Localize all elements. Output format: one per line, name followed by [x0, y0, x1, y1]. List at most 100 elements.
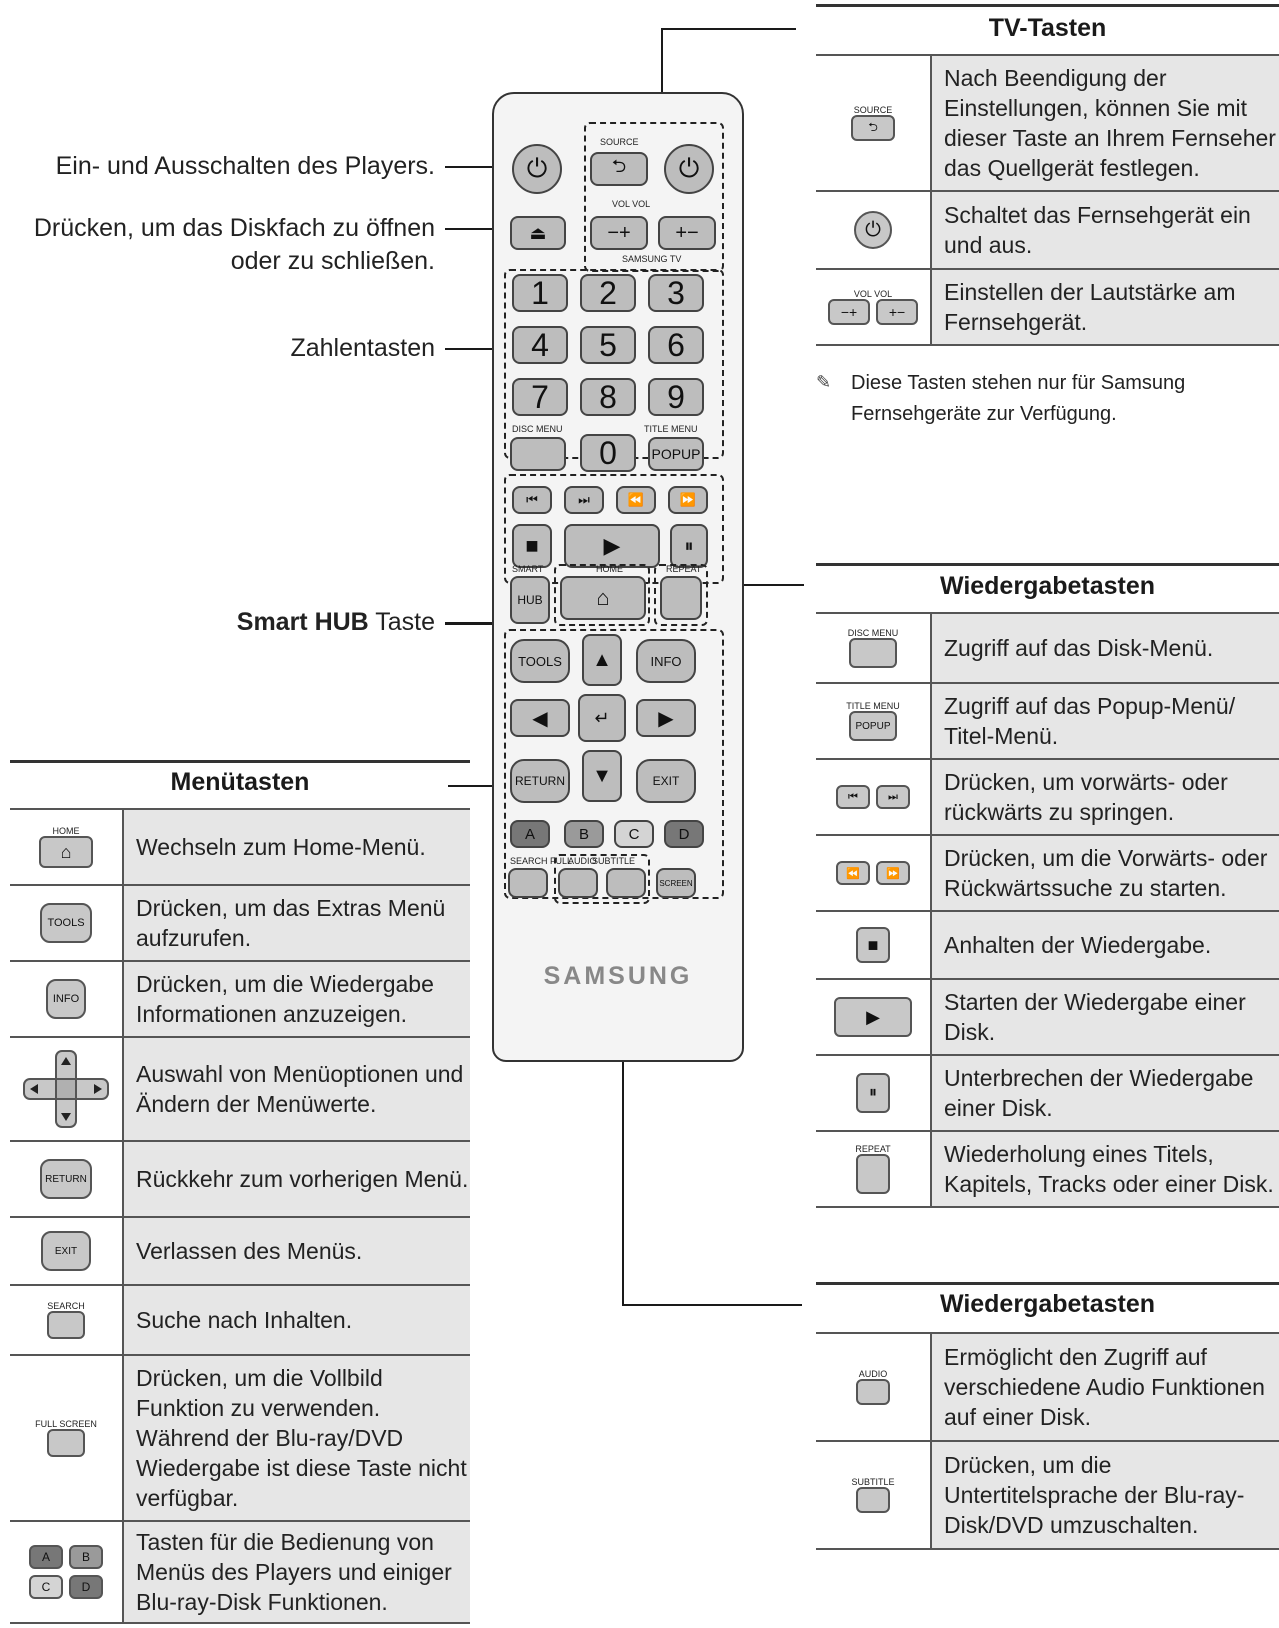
digit-5-button[interactable]: 5	[580, 326, 636, 364]
icon-cell: A B C D	[10, 1522, 122, 1622]
digit-3-button[interactable]: 3	[648, 274, 704, 312]
subtitle-icon	[856, 1487, 890, 1513]
smart-hub-button[interactable]: HUB	[510, 576, 550, 624]
icon-cell: EXIT	[10, 1218, 122, 1284]
digit-2-button[interactable]: 2	[580, 274, 636, 312]
smart-hub-bold: Smart HUB	[236, 608, 369, 636]
table-row: HOME ⌂ Wechseln zum Home-Menü.	[10, 810, 470, 886]
play-icon: ▶	[834, 997, 912, 1037]
digit-7-button[interactable]: 7	[512, 378, 568, 416]
table-row: ⏪ ⏩ Drücken, um die Vorwärts- oder Rückw…	[816, 836, 1279, 912]
play-button[interactable]: ▶	[564, 524, 660, 568]
up-arrow-button[interactable]: ▲	[582, 634, 622, 686]
leader-line	[622, 940, 624, 1305]
icon-cell	[10, 1038, 122, 1140]
row-description: Verlassen des Menüs.	[122, 1218, 470, 1284]
popup-button[interactable]: POPUP	[648, 437, 704, 471]
fast-forward-button[interactable]: ⏩	[668, 486, 708, 514]
table-row: INFO Drücken, um die Wiedergabe Informat…	[10, 962, 470, 1038]
row-description: Anhalten der Wiedergabe.	[930, 912, 1279, 978]
exit-button[interactable]: EXIT	[636, 759, 696, 803]
source-label: SOURCE	[853, 105, 893, 115]
audio-icon	[856, 1379, 890, 1405]
leader-line	[661, 28, 796, 30]
table-row: ⏸ Unterbrechen der Wiedergabe einer Disk…	[816, 1056, 1279, 1132]
audio-button[interactable]	[558, 868, 598, 898]
table-rule	[816, 4, 1279, 7]
leader-line	[445, 166, 510, 168]
d-icon: D	[69, 1575, 103, 1599]
skip-back-button[interactable]: ⏮	[512, 486, 552, 514]
repeat-button[interactable]	[660, 576, 702, 620]
left-arrow-button[interactable]: ◀	[510, 699, 570, 737]
stop-button[interactable]: ■	[512, 524, 552, 568]
audio-label: AUDIO	[568, 856, 597, 866]
vol-label: VOL VOL	[612, 199, 651, 209]
row-description: Auswahl von Menüoptionen und Ändern der …	[122, 1038, 470, 1140]
icon-cell: REPEAT	[816, 1132, 930, 1206]
home-label: HOME	[52, 826, 80, 836]
digit-8-button[interactable]: 8	[580, 378, 636, 416]
rewind-button[interactable]: ⏪	[616, 486, 656, 514]
row-description: Schaltet das Fernsehgerät ein und aus.	[930, 192, 1279, 268]
search-button[interactable]	[508, 868, 548, 898]
playback-table-title: Wiedergabetasten	[939, 572, 1156, 600]
table-row: TOOLS Drücken, um das Extras Menü aufzur…	[10, 886, 470, 962]
tv-power-button[interactable]: ⏻	[664, 144, 714, 194]
down-arrow-button[interactable]: ▼	[582, 750, 622, 802]
title-menu-label: TITLE MENU	[846, 701, 900, 711]
tv-vol-up-button[interactable]: +−	[658, 216, 716, 250]
right-arrow-button[interactable]: ▶	[636, 699, 696, 737]
tv-buttons-group	[584, 122, 724, 272]
leader-line	[726, 584, 804, 586]
tools-button[interactable]: TOOLS	[510, 639, 570, 683]
digit-0-button[interactable]: 0	[580, 434, 636, 472]
disc-menu-button[interactable]	[510, 437, 566, 471]
info-button[interactable]: INFO	[636, 639, 696, 683]
c-button[interactable]: C	[614, 820, 654, 848]
popup-icon: POPUP	[849, 711, 897, 741]
return-button[interactable]: RETURN	[510, 759, 570, 803]
home-button[interactable]: ⌂	[560, 576, 646, 620]
icon-cell: SUBTITLE	[816, 1442, 930, 1548]
icon-cell: ⏻	[816, 192, 930, 268]
source-button[interactable]: ⮌	[590, 152, 648, 186]
row-description: Rückkehr zum vorherigen Menü.	[122, 1142, 470, 1216]
d-button[interactable]: D	[664, 820, 704, 848]
skip-forward-icon: ⏭	[876, 785, 910, 809]
table-row: Auswahl von Menüoptionen und Ändern der …	[10, 1038, 470, 1142]
audio-label: AUDIO	[858, 1369, 888, 1379]
row-description: Suche nach Inhalten.	[122, 1286, 470, 1354]
subtitle-button[interactable]	[606, 868, 646, 898]
table-row: REPEAT Wiederholung eines Titels, Kapite…	[816, 1132, 1279, 1208]
leader-line	[445, 228, 510, 230]
return-icon: RETURN	[40, 1159, 92, 1199]
search-label: SEARCH	[47, 1301, 85, 1311]
row-description: Drücken, um vorwärts- oder rückwärts zu …	[930, 760, 1279, 834]
table-row: A B C D Tasten für die Bedienung von Men…	[10, 1522, 470, 1624]
tv-vol-down-button[interactable]: −+	[590, 216, 648, 250]
pause-button[interactable]: ⏸	[670, 524, 708, 568]
digit-6-button[interactable]: 6	[648, 326, 704, 364]
digit-1-button[interactable]: 1	[512, 274, 568, 312]
power-button[interactable]: ⏻	[512, 144, 562, 194]
digit-4-button[interactable]: 4	[512, 326, 568, 364]
enter-button[interactable]: ↵	[578, 694, 626, 742]
table-rule	[816, 1282, 1279, 1285]
samsung-tv-label: SAMSUNG TV	[622, 254, 682, 264]
icon-cell: ■	[816, 912, 930, 978]
digit-9-button[interactable]: 9	[648, 378, 704, 416]
repeat-label: REPEAT	[666, 564, 702, 574]
info-icon: INFO	[46, 979, 86, 1019]
skip-forward-button[interactable]: ⏭	[564, 486, 604, 514]
icon-cell: DISC MENU	[816, 614, 930, 682]
full-screen-button[interactable]: SCREEN	[656, 868, 696, 898]
source-label: SOURCE	[600, 137, 639, 147]
table-row: ⏻ Schaltet das Fernsehgerät ein und aus.	[816, 192, 1279, 270]
b-button[interactable]: B	[564, 820, 604, 848]
callout-smart-hub: Smart HUB Taste	[0, 606, 435, 638]
disc-menu-label: DISC MENU	[512, 424, 563, 434]
a-button[interactable]: A	[510, 820, 550, 848]
eject-button[interactable]: ⏏	[510, 216, 566, 250]
search-label: SEARCH	[510, 856, 548, 866]
